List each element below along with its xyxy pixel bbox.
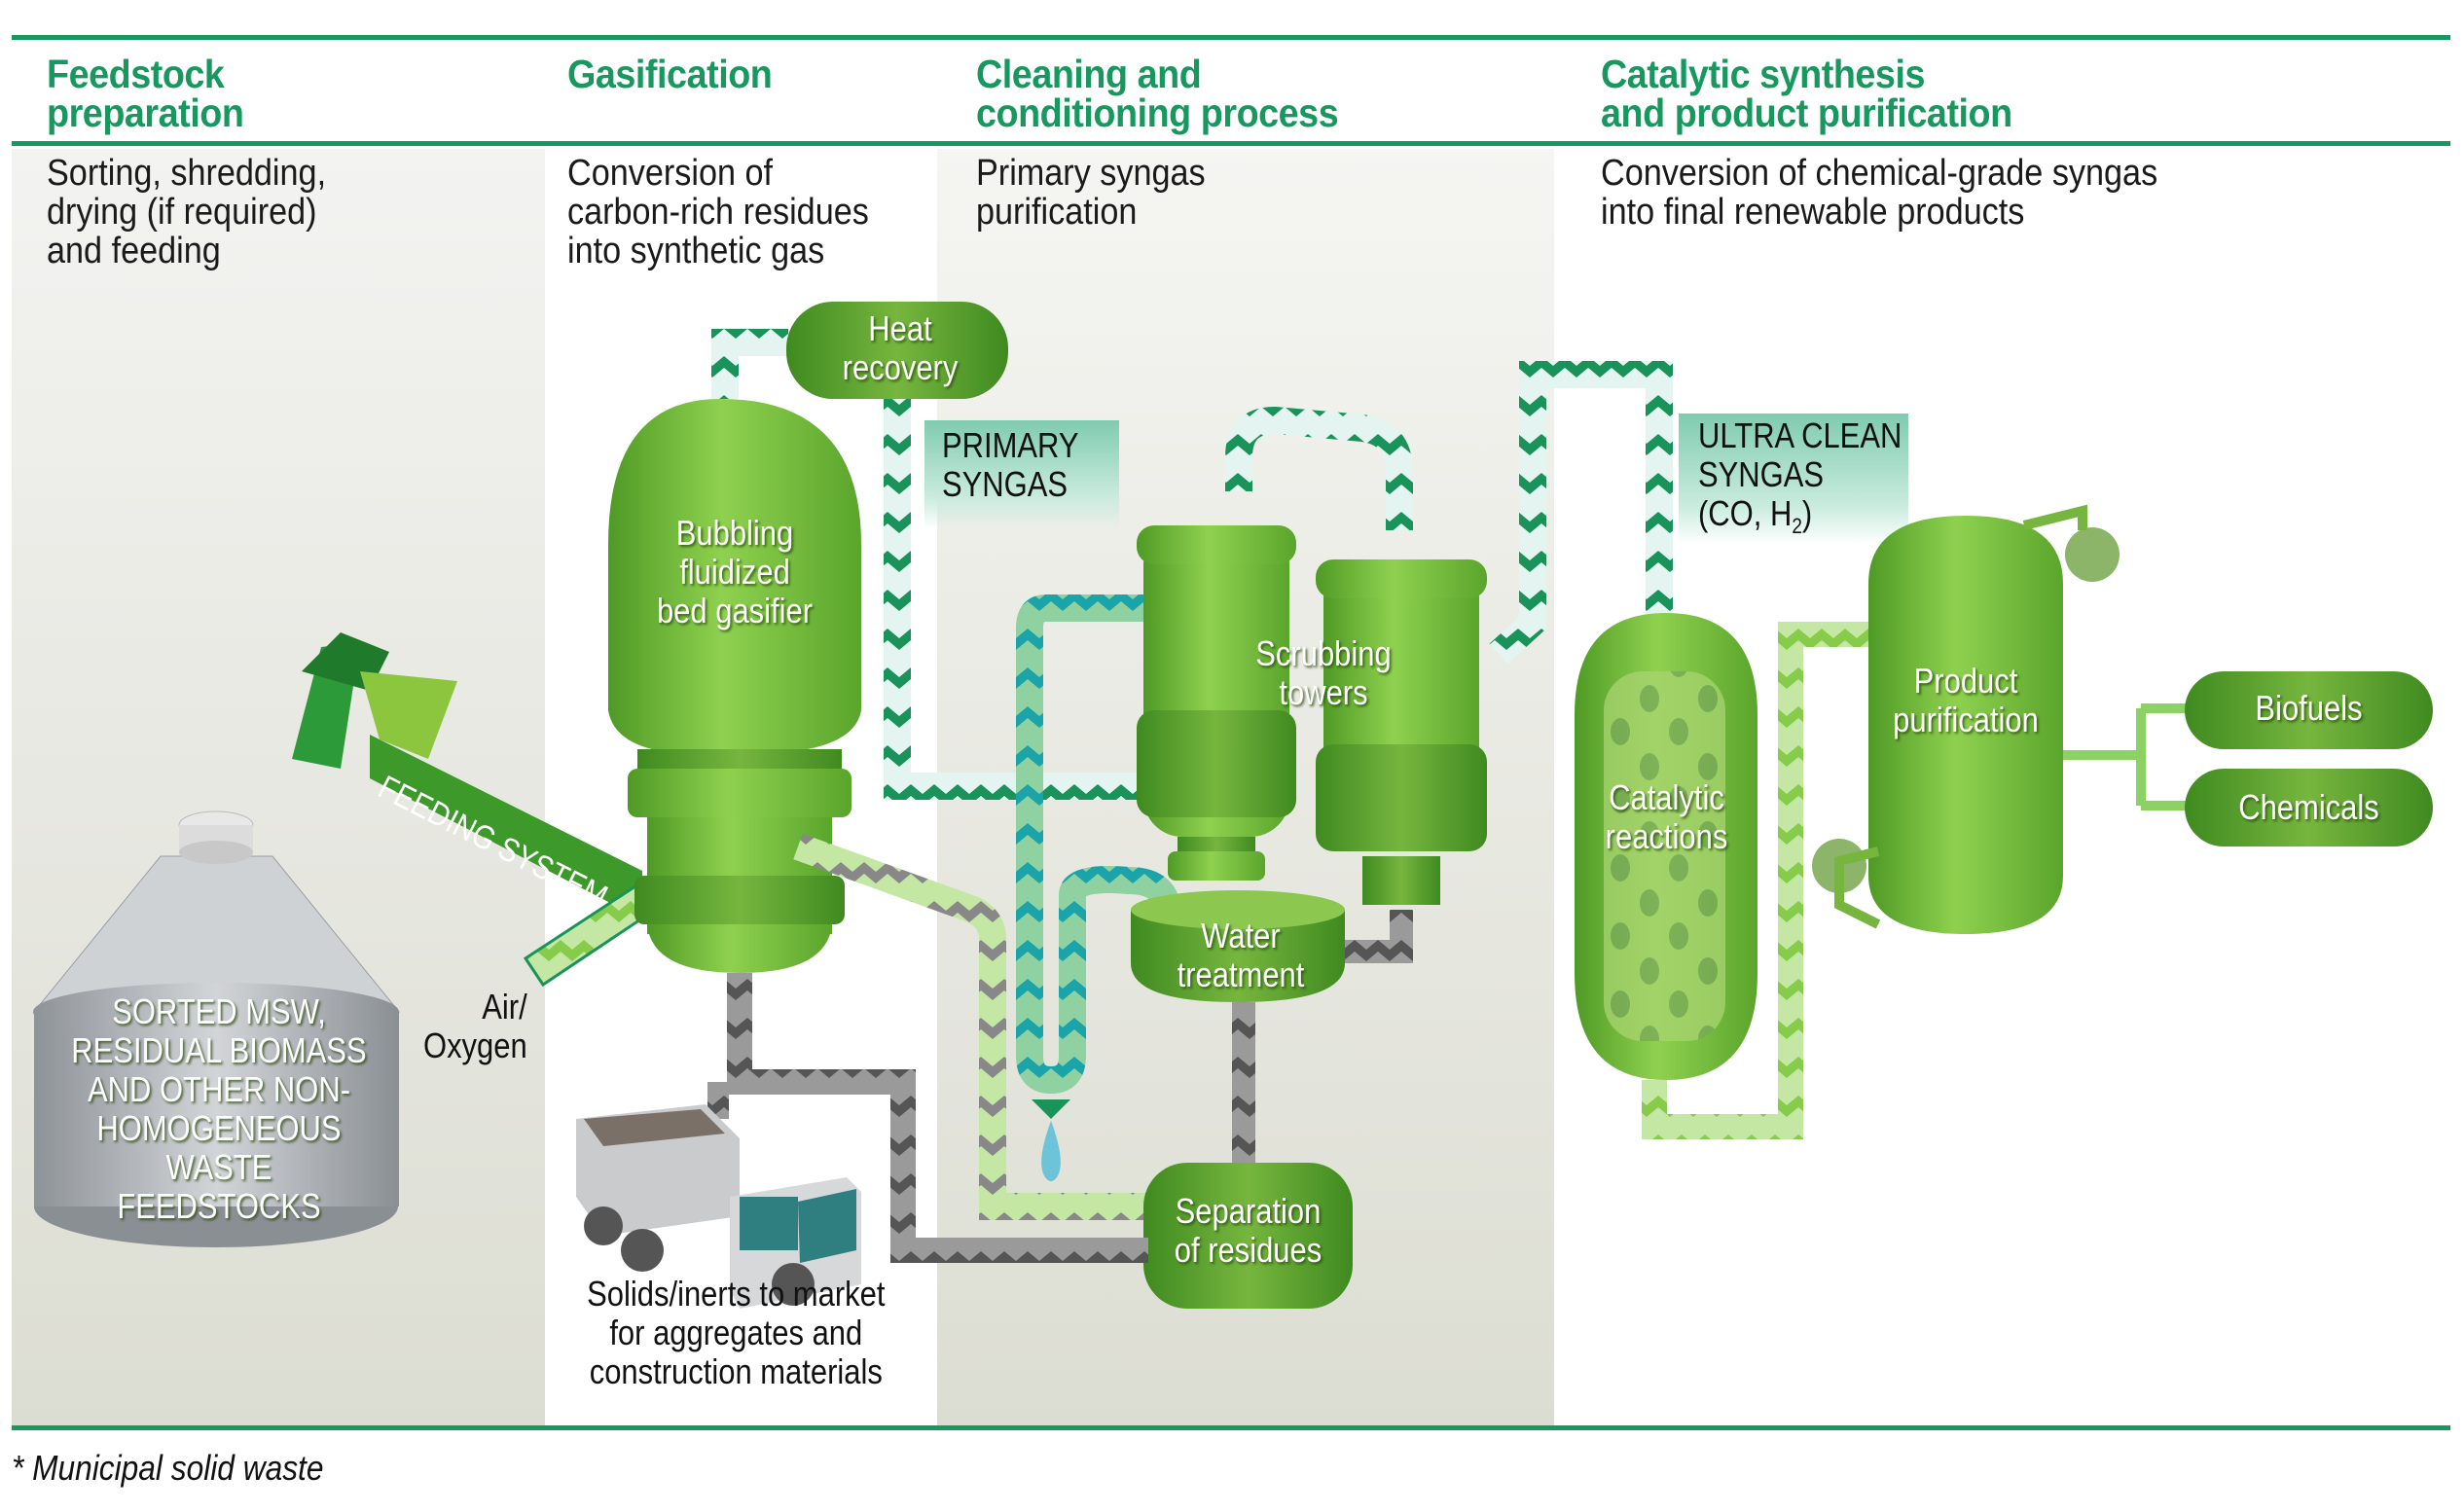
heat-recovery-vessel xyxy=(786,302,1008,399)
catalytic-to-product-pipe xyxy=(1642,622,1873,1139)
silo xyxy=(32,810,401,1247)
separation-vessel xyxy=(1143,1163,1353,1309)
primary-syngas-tag xyxy=(924,420,1119,529)
feed-hopper xyxy=(292,632,457,769)
output-branch-pipe xyxy=(2063,703,2190,810)
tower-drain-pipe xyxy=(1343,910,1413,963)
gasifier-vessel xyxy=(608,399,861,973)
tower-crossover-pipe xyxy=(1225,406,1413,530)
scrubbing-towers xyxy=(1137,525,1487,905)
ultra-clean-tag xyxy=(1679,414,1908,545)
ultra-clean-syngas-pipe xyxy=(1489,361,1673,665)
gasifier-to-heat-recovery-pipe xyxy=(711,329,788,399)
header-rule xyxy=(12,141,2450,146)
product-purification-vessel xyxy=(1812,504,2120,934)
primary-syngas-pipe xyxy=(884,399,1163,800)
biofuels-vessel xyxy=(2185,671,2433,749)
air-oxygen-label: Air/Oxygen xyxy=(423,987,527,1065)
water-return-pipe xyxy=(1016,594,1181,1095)
bottom-rule xyxy=(12,1425,2450,1430)
footnote: * Municipal solid waste xyxy=(12,1448,324,1488)
solids-pipe xyxy=(727,973,1148,1263)
stage-desc-feedstock: Sorting, shredding,drying (if required)a… xyxy=(47,153,327,271)
water-droplet xyxy=(1041,1121,1061,1181)
dump-truck-icon xyxy=(576,1104,861,1309)
biofuels-label: Biofuels xyxy=(2255,688,2363,728)
catalytic-reactor xyxy=(1575,613,1757,1080)
water-drop-icon xyxy=(1032,1099,1070,1119)
chemicals-vessel xyxy=(2185,769,2433,846)
stage-title-gasification: Gasification xyxy=(567,52,773,96)
feeding-system-conveyor xyxy=(370,735,642,919)
top-rule xyxy=(12,35,2450,40)
residue-return-pipe xyxy=(793,833,1168,1220)
water-treatment-vessel xyxy=(1131,890,1345,1002)
chemicals-label: Chemicals xyxy=(2238,787,2379,827)
